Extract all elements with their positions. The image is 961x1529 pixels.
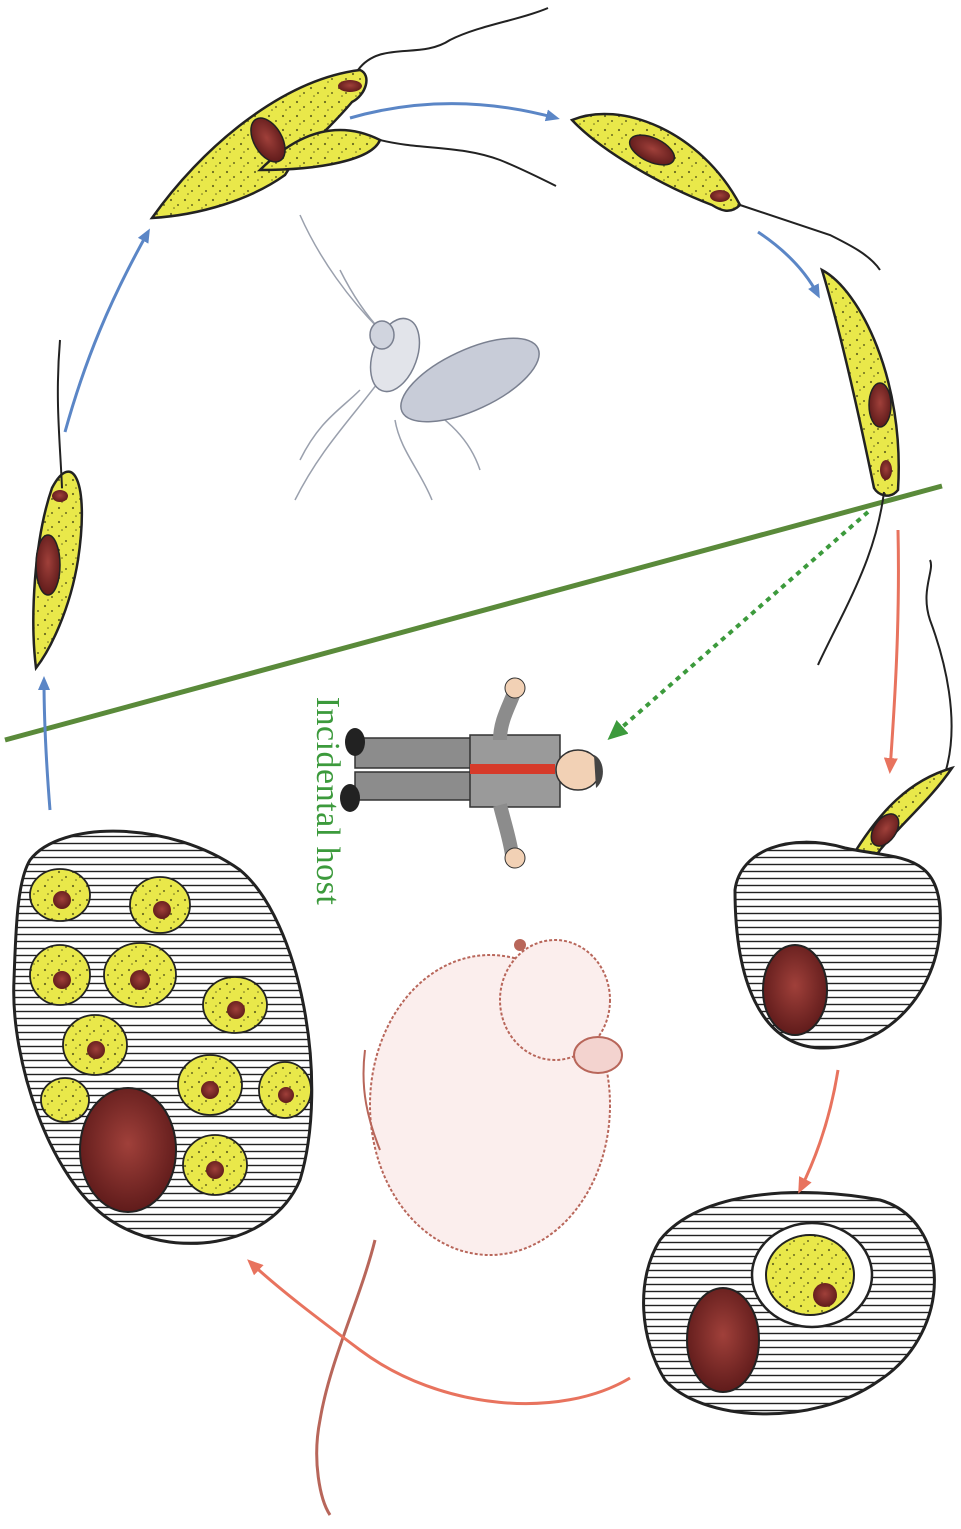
human-figure-icon bbox=[340, 678, 603, 868]
cycle-arrow-red bbox=[800, 1070, 838, 1190]
sandfly-icon bbox=[295, 215, 551, 500]
cycle-arrow-red bbox=[250, 1262, 630, 1404]
divider-line bbox=[5, 486, 942, 740]
cycle-arrow-blue bbox=[65, 232, 148, 432]
cycle-arrow-blue bbox=[758, 232, 818, 295]
macrophage-icon bbox=[735, 842, 940, 1048]
incidental-host-label: Incidental host bbox=[308, 697, 346, 906]
promastigote-icon bbox=[818, 270, 899, 665]
rodent-icon bbox=[317, 939, 622, 1515]
cycle-arrow-blue bbox=[44, 680, 50, 810]
cycle-arrow-blue bbox=[350, 104, 556, 118]
promastigote-icon bbox=[33, 340, 81, 668]
cycle-arrow-red bbox=[890, 530, 898, 770]
incidental-arrow bbox=[612, 512, 868, 736]
promastigote-icon bbox=[152, 8, 556, 218]
promastigote-icon bbox=[572, 114, 880, 270]
macrophage-icon bbox=[644, 1193, 935, 1414]
